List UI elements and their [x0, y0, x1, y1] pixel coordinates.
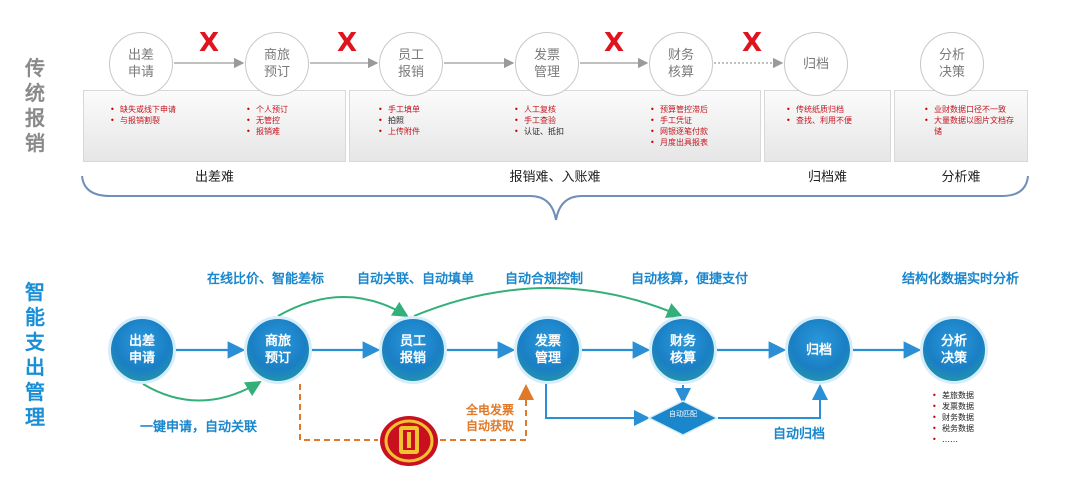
trad-node-booking: 商旅预订: [245, 32, 309, 96]
bullets-booking: 个人预订 无管控 报销难: [246, 104, 326, 137]
bullet-item: 报销难: [246, 126, 326, 137]
data-category: 发票数据: [932, 401, 1012, 412]
bullet-item: 无管控: [246, 115, 326, 126]
auto-match-diamond: [648, 400, 718, 436]
smart-node-invoice: 发票管理: [514, 316, 582, 384]
bullet-item: 手工凭证: [650, 115, 755, 126]
label-archive: 归档难: [807, 170, 847, 185]
caption-online-compare: 在线比价、智能差标: [207, 272, 325, 287]
trad-node-reimburse: 员工报销: [379, 32, 443, 96]
bullet-item: 拍照: [378, 115, 468, 126]
bullet-item: 人工复核: [514, 104, 604, 115]
caption-one-click: 一键申请，自动关联: [140, 420, 258, 435]
diamond-label: 自动匹配: [669, 410, 697, 418]
bullet-item: 缺失或线下申请: [110, 104, 220, 115]
data-category: 差旅数据: [932, 390, 1012, 401]
data-category: 财务数据: [932, 412, 1012, 423]
caption-e-invoice-line1: 全电发票: [465, 403, 514, 417]
x-mark-3: X: [604, 28, 625, 58]
smart-node-booking: 商旅预订: [244, 316, 312, 384]
smart-node-archive: 归档: [785, 316, 853, 384]
bullet-item: 业财数据口径不一致: [924, 104, 1016, 115]
data-category: ……: [932, 434, 1012, 445]
smart-node-finance: 财务核算: [649, 316, 717, 384]
bullet-item: 查找、利用不便: [786, 115, 886, 126]
caption-e-invoice-line2: 自动获取: [465, 419, 514, 433]
bullet-item: 上传附件: [378, 126, 468, 137]
x-mark-2: X: [337, 28, 358, 58]
bullets-trip: 缺失或线下申请 与报销割裂: [110, 104, 220, 126]
bullets-analysis: 业财数据口径不一致 大量数据以图片文档存储: [924, 104, 1016, 137]
brace: [81, 175, 1029, 221]
bullet-item: 手工查验: [514, 115, 604, 126]
panel-archive: [764, 90, 891, 162]
bullets-finance: 预算管控滞后 手工凭证 网银逐笔付款 月度出具报表: [650, 104, 755, 148]
tax-emblem-icon: [380, 416, 438, 466]
caption-auto-accounting: 自动核算，便捷支付: [631, 272, 749, 287]
caption-realtime-analysis: 结构化数据实时分析: [902, 272, 1020, 287]
data-category: 税务数据: [932, 423, 1012, 434]
bullet-item: 月度出具报表: [650, 137, 755, 148]
x-mark-4: X: [742, 28, 763, 58]
caption-auto-archive: 自动归档: [773, 427, 826, 442]
bullet-item: 传统纸质归档: [786, 104, 886, 115]
smart-node-trip: 出差申请: [108, 316, 176, 384]
x-mark-1: X: [199, 28, 220, 58]
bullets-reimburse: 手工填单 拍照 上传附件: [378, 104, 468, 137]
label-analysis: 分析难: [941, 170, 981, 185]
caption-e-invoice: 全电发票 自动获取: [460, 402, 520, 434]
trad-node-trip: 出差申请: [109, 32, 173, 96]
bullets-invoice: 人工复核 手工查验 认证、抵扣: [514, 104, 604, 137]
trad-node-analysis: 分析决策: [920, 32, 984, 96]
caption-auto-compliance: 自动合规控制: [505, 272, 584, 287]
trad-node-archive: 归档: [784, 32, 848, 96]
label-trip: 出差难: [194, 170, 234, 185]
bullet-item: 认证、抵扣: [514, 126, 604, 137]
bullet-item: 预算管控滞后: [650, 104, 755, 115]
label-reimburse: 报销难、入账难: [509, 170, 601, 185]
bullet-item: 网银逐笔付款: [650, 126, 755, 137]
smart-node-reimburse: 员工报销: [379, 316, 447, 384]
trad-node-finance: 财务核算: [649, 32, 713, 96]
smart-node-analysis: 分析决策: [920, 316, 988, 384]
smart-title: 智能支出管理: [25, 280, 45, 429]
bullets-archive: 传统纸质归档 查找、利用不便: [786, 104, 886, 126]
traditional-flow-arrows: [81, 57, 1029, 221]
caption-auto-link: 自动关联、自动填单: [357, 272, 475, 287]
bullet-item: 个人预订: [246, 104, 326, 115]
bullet-item: 手工填单: [378, 104, 468, 115]
trad-node-invoice: 发票管理: [515, 32, 579, 96]
traditional-title: 传统报销: [25, 56, 45, 155]
bullet-item: 大量数据以图片文档存储: [924, 115, 1016, 137]
bullet-item: 与报销割裂: [110, 115, 220, 126]
data-categories-list: 差旅数据 发票数据 财务数据 税务数据 ……: [932, 390, 1012, 445]
